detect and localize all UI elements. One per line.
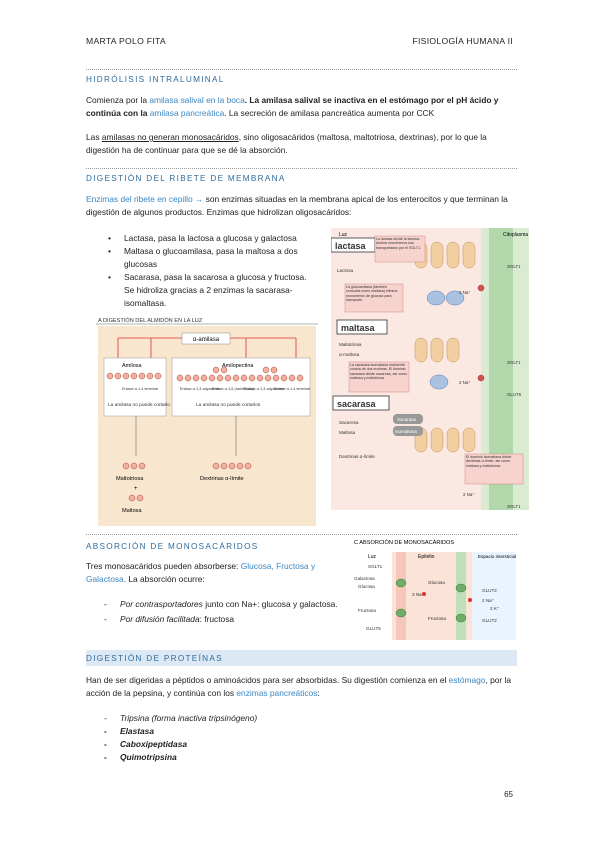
maltotriosa-label: Maltotriosa: [116, 476, 144, 482]
header-author: MARTA POLO FITA: [86, 36, 166, 46]
section-title-ribete: DIGESTIÓN DEL RIBETE DE MEMBRANA: [86, 174, 286, 183]
absorcion-list: Por contrasportadores junto con Na+: glu…: [86, 598, 348, 626]
divider: [86, 168, 517, 169]
figure-enzimas-ribete: Luz Citoplasma lactasa maltasa sacarasa …: [331, 228, 529, 510]
svg-text:Enlace α-1,4 terminal: Enlace α-1,4 terminal: [122, 387, 158, 391]
figure-title: C ABSORCIÓN DE MONOSACÁRIDOS: [354, 539, 454, 546]
section-band: [86, 650, 517, 666]
svg-text:Enlace α-1,4 terminal: Enlace α-1,4 terminal: [274, 387, 310, 391]
svg-text:Maltosa: Maltosa: [339, 430, 356, 435]
svg-text:SGLT1: SGLT1: [507, 264, 521, 269]
svg-text:α-maltosa: α-maltosa: [339, 352, 360, 357]
lactasa-label: lactasa: [335, 241, 367, 251]
section-title-proteinas: DIGESTIÓN DE PROTEÍNAS: [86, 654, 223, 663]
dextrinas-label: Dextrinas α-límite: [200, 476, 244, 482]
svg-text:2 Na⁺: 2 Na⁺: [459, 290, 471, 295]
svg-text:Glucosa: Glucosa: [428, 580, 445, 585]
list-item: Por contrasportadores junto con Na+: glu…: [86, 598, 348, 611]
maltosa-label: Maltosa: [122, 508, 142, 514]
amilopectina-label: Amilopectina: [222, 363, 254, 369]
svg-text:Espacio intersticial: Espacio intersticial: [478, 554, 516, 559]
list-item: Quimotripsina: [86, 751, 386, 764]
svg-text:Luz: Luz: [339, 232, 348, 238]
svg-text:GLUT2: GLUT2: [482, 588, 497, 593]
divider: [86, 69, 517, 70]
note-sacarasa: La sacarasa-isomaltasa realmente consta …: [350, 363, 408, 380]
list-item: Elastasa: [86, 725, 386, 738]
note-glucoamilasa: La glucoamilasa (también conocida como m…: [346, 285, 398, 302]
svg-text:Sacarosa: Sacarosa: [339, 420, 359, 425]
svg-text:Dextrinas α-límite: Dextrinas α-límite: [339, 454, 375, 459]
svg-text:Fructosa: Fructosa: [428, 616, 446, 621]
svg-text:Enlace α-1,4 adyacente: Enlace α-1,4 adyacente: [244, 387, 284, 391]
enzyme-list: Lactasa, pasa la lactosa a glucosa y gal…: [100, 232, 318, 310]
svg-text:GLUT2: GLUT2: [482, 618, 497, 623]
svg-text:GLUT5: GLUT5: [507, 392, 522, 397]
svg-text:2 Na⁺: 2 Na⁺: [482, 598, 495, 603]
svg-text:Galactosa: Galactosa: [354, 576, 375, 581]
svg-text:Citoplasma: Citoplasma: [503, 232, 528, 238]
list-item: Maltasa o glucoamilasa, pasa la maltosa …: [100, 245, 318, 271]
svg-text:Lactosa: Lactosa: [337, 268, 354, 273]
svg-text:2 Na⁺: 2 Na⁺: [463, 492, 475, 497]
divider: [86, 534, 517, 535]
figure-absorcion-monosacaridos: C ABSORCIÓN DE MONOSACÁRIDOS Luz Epiteli…: [354, 539, 516, 640]
svg-text:Luz: Luz: [368, 554, 377, 560]
paragraph-absorcion: Tres monosacáridos pueden absorberse: Gl…: [86, 561, 316, 584]
list-item: Por difusión facilitada: fructosa: [86, 613, 348, 626]
paragraph-ribete: Enzimas del ribete en cepillo → son enzi…: [86, 194, 508, 217]
svg-text:Isomaltasa: Isomaltasa: [395, 429, 417, 434]
paragraph-oligosacaridos: Las amilasas no generan monosacáridos, s…: [86, 132, 487, 155]
svg-text:2 K⁺: 2 K⁺: [490, 606, 500, 611]
svg-text:Sacarasa: Sacarasa: [397, 417, 417, 422]
header-subject: FISIOLOGÍA HUMANA II: [412, 36, 513, 46]
maltasa-label: maltasa: [341, 323, 376, 333]
sacarasa-label: sacarasa: [337, 399, 377, 409]
figure-digestion-almidon: A DIGESTIÓN DEL ALMIDÓN EN LA LUZ α-amil…: [96, 316, 318, 528]
svg-text:Glucosa: Glucosa: [358, 584, 375, 589]
list-item: Caboxipeptidasa: [86, 738, 386, 751]
svg-text:Enlace α-1,4 adyacente: Enlace α-1,4 adyacente: [180, 387, 220, 391]
svg-text:SGLT1: SGLT1: [368, 564, 383, 569]
svg-text:Enlace α-1,6 (ramificado): Enlace α-1,6 (ramificado): [212, 387, 255, 391]
section-title-hidrolisis: HIDRÓLISIS INTRALUMINAL: [86, 75, 225, 84]
svg-text:+: +: [134, 486, 138, 492]
svg-text:Fructosa: Fructosa: [358, 608, 376, 613]
amilosa-label: Amilosa: [122, 363, 143, 369]
svg-text:La amilasa no puede cortarlo: La amilasa no puede cortarlo: [108, 402, 170, 408]
list-item: Sacarasa, pasa la sacarosa a glucosa y f…: [100, 271, 318, 310]
svg-text:GLUT5: GLUT5: [366, 626, 381, 631]
svg-text:2 Na⁺: 2 Na⁺: [459, 380, 471, 385]
svg-text:Epitelio: Epitelio: [418, 554, 435, 560]
figure-title: A DIGESTIÓN DEL ALMIDÓN EN LA LUZ: [98, 317, 203, 324]
list-item: Lactasa, pasa la lactosa a glucosa y gal…: [100, 232, 318, 245]
note-lactasa: La lactasa divide la lactosa. Ambos monó…: [376, 237, 422, 250]
paragraph-proteinas: Han de ser digeridas a péptidos o aminoá…: [86, 675, 512, 698]
paragraph-amilasa: Comienza por la amilasa salival en la bo…: [86, 95, 499, 118]
note-isomaltasa: El dominio isomaltasa divide dextrinas α…: [466, 455, 512, 468]
svg-text:Maltotriosa: Maltotriosa: [339, 342, 362, 347]
svg-text:SGLT1: SGLT1: [507, 504, 521, 509]
page-number: 65: [504, 790, 513, 799]
section-title-absorcion: ABSORCIÓN DE MONOSACÁRIDOS: [86, 542, 259, 551]
svg-text:3 Na⁺: 3 Na⁺: [412, 592, 425, 597]
svg-text:La amilasa no puede cortarlos: La amilasa no puede cortarlos: [196, 402, 261, 408]
svg-text:SGLT1: SGLT1: [507, 360, 521, 365]
proteasas-list: Tripsina (forma inactiva tripsinógeno) E…: [86, 712, 386, 764]
list-item: Tripsina (forma inactiva tripsinógeno): [86, 712, 386, 725]
enzyme-label: α-amilasa: [193, 337, 220, 343]
